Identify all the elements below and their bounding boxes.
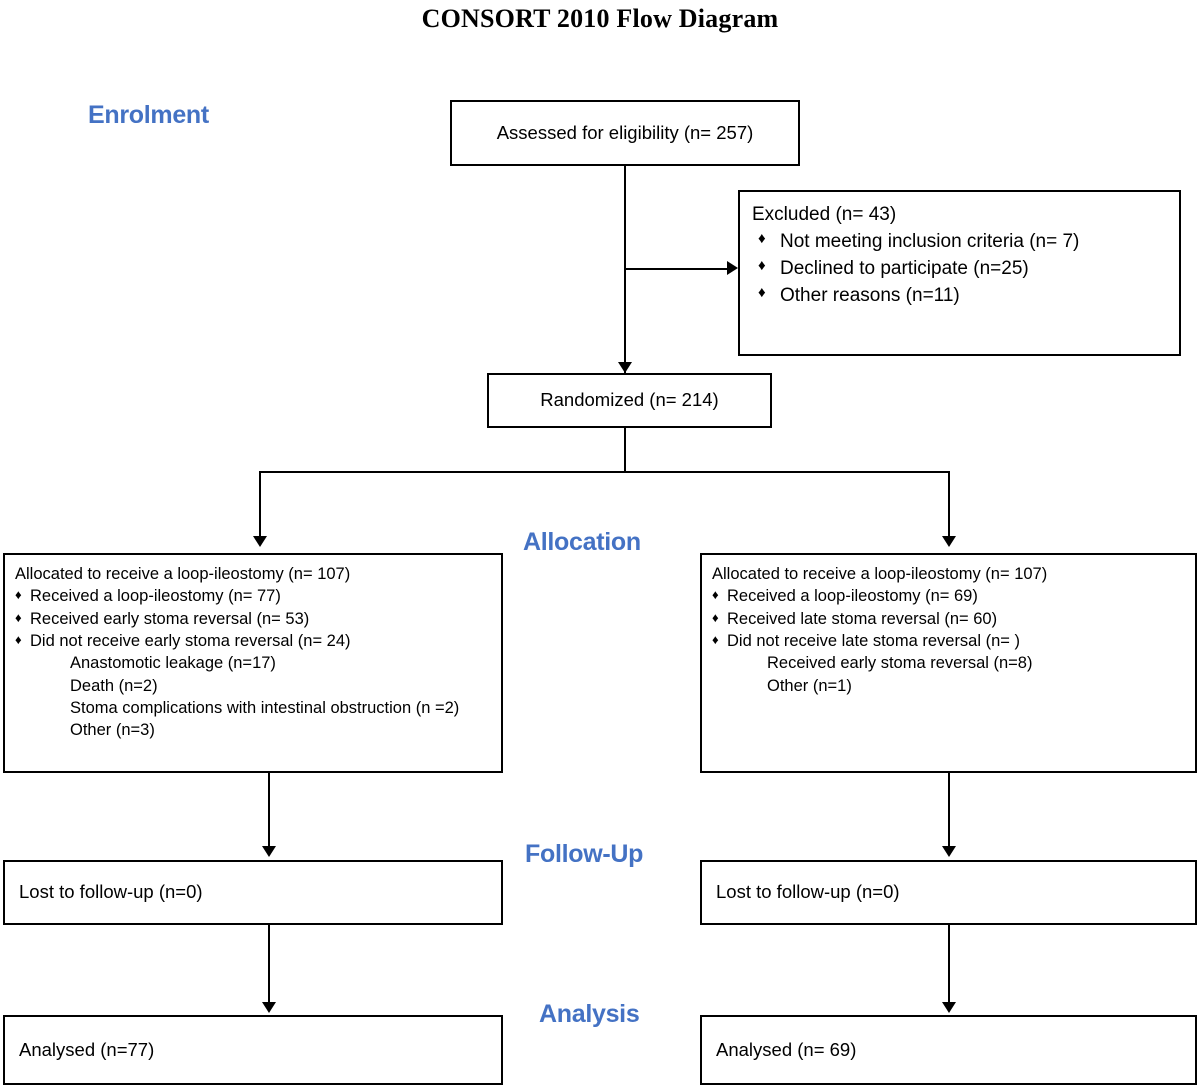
allocation-left-bullet-list: ♦ Received a loop-ileostomy (n= 77) ♦ Rece… — [15, 585, 491, 652]
box-excluded: Excluded (n= 43) ♦ Not meeting inclusion … — [738, 190, 1181, 356]
allocation-right-bullet-list: ♦ Received a loop-ileostomy (n= 69) ♦ Rece… — [712, 585, 1185, 652]
arrowhead-followup-right — [942, 846, 956, 857]
list-item: ♦ Declined to participate (n=25) — [752, 256, 1167, 283]
excluded-bullet-list: ♦ Not meeting inclusion criteria (n= 7) ♦… — [752, 229, 1167, 310]
list-item: Received early stoma reversal (n=8) — [767, 654, 1033, 673]
list-item: Anastomotic leakage (n=17) — [70, 654, 276, 673]
arrowhead-followup-left — [262, 846, 276, 857]
arrowhead-excluded — [727, 261, 738, 275]
allocation-left-bullet-3: Did not receive early stoma reversal (n=… — [30, 632, 351, 651]
list-item: Death (n=2) — [70, 676, 158, 695]
connector-split-right — [948, 471, 950, 539]
diamond-bullet-icon: ♦ — [758, 229, 766, 247]
connector-allocation-left-to-followup — [268, 773, 270, 851]
arrowhead-allocation-left — [253, 536, 267, 547]
list-item: ♦ Received a loop-ileostomy (n= 69) — [712, 585, 1185, 607]
excluded-bullet-1: Not meeting inclusion criteria (n= 7) — [780, 230, 1080, 252]
arrowhead-randomized — [618, 362, 632, 373]
box-assessed-for-eligibility: Assessed for eligibility (n= 257) — [450, 100, 800, 166]
excluded-bullet-3: Other reasons (n=11) — [780, 284, 960, 306]
list-item: Other (n=3) — [70, 721, 155, 740]
diamond-bullet-icon: ♦ — [15, 609, 22, 625]
list-item: ♦ Not meeting inclusion criteria (n= 7) — [752, 229, 1167, 256]
diamond-bullet-icon: ♦ — [712, 587, 719, 603]
randomized-text: Randomized (n= 214) — [540, 389, 719, 411]
box-randomized: Randomized (n= 214) — [487, 373, 772, 428]
box-followup-right: Lost to follow-up (n=0) — [700, 860, 1197, 925]
diamond-bullet-icon: ♦ — [15, 632, 22, 648]
list-item: ♦ Did not receive early stoma reversal (n… — [15, 630, 491, 652]
allocation-right-bullet-1: Received a loop-ileostomy (n= 69) — [727, 587, 978, 606]
list-item: ♦ Did not receive late stoma reversal (n=… — [712, 630, 1185, 652]
connector-to-excluded — [624, 268, 728, 270]
list-item: ♦ Received early stoma reversal (n= 53) — [15, 608, 491, 630]
allocation-right-bullet-2: Received late stoma reversal (n= 60) — [727, 609, 998, 628]
stage-label-analysis: Analysis — [539, 1000, 640, 1028]
arrowhead-analysis-right — [942, 1002, 956, 1013]
box-analysis-right: Analysed (n= 69) — [700, 1015, 1197, 1085]
connector-split-bar — [260, 471, 950, 473]
diamond-bullet-icon: ♦ — [712, 632, 719, 648]
connector-followup-right-to-analysis — [948, 925, 950, 1007]
assessed-text: Assessed for eligibility (n= 257) — [496, 121, 754, 143]
list-item: Stoma complications with intestinal obst… — [70, 699, 460, 718]
arrowhead-allocation-right — [942, 536, 956, 547]
box-analysis-left: Analysed (n=77) — [3, 1015, 503, 1085]
connector-split-left — [259, 471, 261, 539]
connector-followup-left-to-analysis — [268, 925, 270, 1007]
allocation-right-sub-list: Received early stoma reversal (n=8) Othe… — [712, 652, 1185, 697]
arrowhead-analysis-left — [262, 1002, 276, 1013]
allocation-right-lead: Allocated to receive a loop-ileostomy (n… — [712, 565, 1048, 583]
list-item: ♦ Received a loop-ileostomy (n= 77) — [15, 585, 491, 607]
stage-label-allocation: Allocation — [523, 528, 641, 556]
diamond-bullet-icon: ♦ — [758, 283, 766, 301]
followup-right-text: Lost to follow-up (n=0) — [716, 881, 900, 903]
stage-label-followup: Follow-Up — [525, 840, 644, 868]
box-followup-left: Lost to follow-up (n=0) — [3, 860, 503, 925]
diamond-bullet-icon: ♦ — [758, 256, 766, 274]
excluded-lead: Excluded (n= 43) — [752, 204, 897, 225]
diamond-bullet-icon: ♦ — [712, 609, 719, 625]
allocation-left-sub-list: Anastomotic leakage (n=17) Death (n=2) S… — [15, 652, 491, 741]
page-title: CONSORT 2010 Flow Diagram — [421, 4, 779, 33]
box-allocation-right: Allocated to receive a loop-ileostomy (n… — [700, 553, 1197, 773]
analysis-right-text: Analysed (n= 69) — [716, 1038, 857, 1060]
stage-label-enrolment: Enrolment — [88, 101, 209, 129]
diamond-bullet-icon: ♦ — [15, 587, 22, 603]
connector-randomized-stem — [624, 428, 626, 472]
list-item: ♦ Other reasons (n=11) — [752, 283, 1167, 310]
analysis-left-text: Analysed (n=77) — [19, 1038, 155, 1060]
allocation-left-lead: Allocated to receive a loop-ileostomy (n… — [15, 565, 351, 583]
list-item: ♦ Received late stoma reversal (n= 60) — [712, 608, 1185, 630]
allocation-left-bullet-1: Received a loop-ileostomy (n= 77) — [30, 587, 281, 606]
connector-allocation-right-to-followup — [948, 773, 950, 851]
excluded-bullet-2: Declined to participate (n=25) — [780, 257, 1029, 279]
list-item: Other (n=1) — [767, 676, 852, 695]
followup-left-text: Lost to follow-up (n=0) — [19, 881, 203, 903]
allocation-right-bullet-3: Did not receive late stoma reversal (n= … — [727, 632, 1020, 651]
allocation-left-bullet-2: Received early stoma reversal (n= 53) — [30, 609, 310, 628]
box-allocation-left: Allocated to receive a loop-ileostomy (n… — [3, 553, 503, 773]
